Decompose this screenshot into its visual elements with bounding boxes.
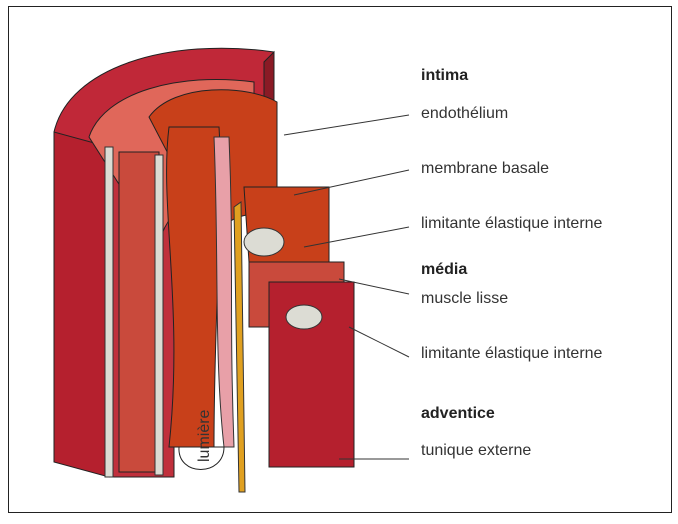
label-limitante-elastique-media: limitante élastique interne bbox=[421, 345, 602, 363]
intima-body bbox=[167, 127, 221, 447]
leader-endothelium bbox=[284, 115, 409, 135]
label-membrane-basale: membrane basale bbox=[421, 160, 549, 178]
label-lumiere: lumière bbox=[196, 410, 214, 462]
heading-intima: intima bbox=[421, 67, 468, 85]
adventitia-front bbox=[54, 132, 109, 477]
artery-cross-section-illustration bbox=[9, 7, 678, 524]
elastic-ring-1 bbox=[244, 228, 284, 256]
heading-adventice: adventice bbox=[421, 405, 495, 423]
media-front bbox=[119, 152, 159, 472]
stepped-segments bbox=[244, 187, 354, 467]
label-limitante-elastique-intima: limitante élastique interne bbox=[421, 215, 602, 233]
elastic-ring-2 bbox=[286, 305, 322, 329]
diagram-frame: intima endothélium membrane basale limit… bbox=[8, 6, 672, 513]
label-endothelium: endothélium bbox=[421, 105, 508, 123]
elastic-strip-inner bbox=[155, 155, 163, 475]
elastic-strip-outer bbox=[105, 147, 113, 477]
label-muscle-lisse: muscle lisse bbox=[421, 290, 508, 308]
heading-media: média bbox=[421, 261, 467, 279]
leader-membrane-basale bbox=[294, 170, 409, 195]
leader-limitante-media bbox=[349, 327, 409, 357]
basal-membrane bbox=[234, 202, 245, 492]
label-tunique-externe: tunique externe bbox=[421, 442, 531, 460]
